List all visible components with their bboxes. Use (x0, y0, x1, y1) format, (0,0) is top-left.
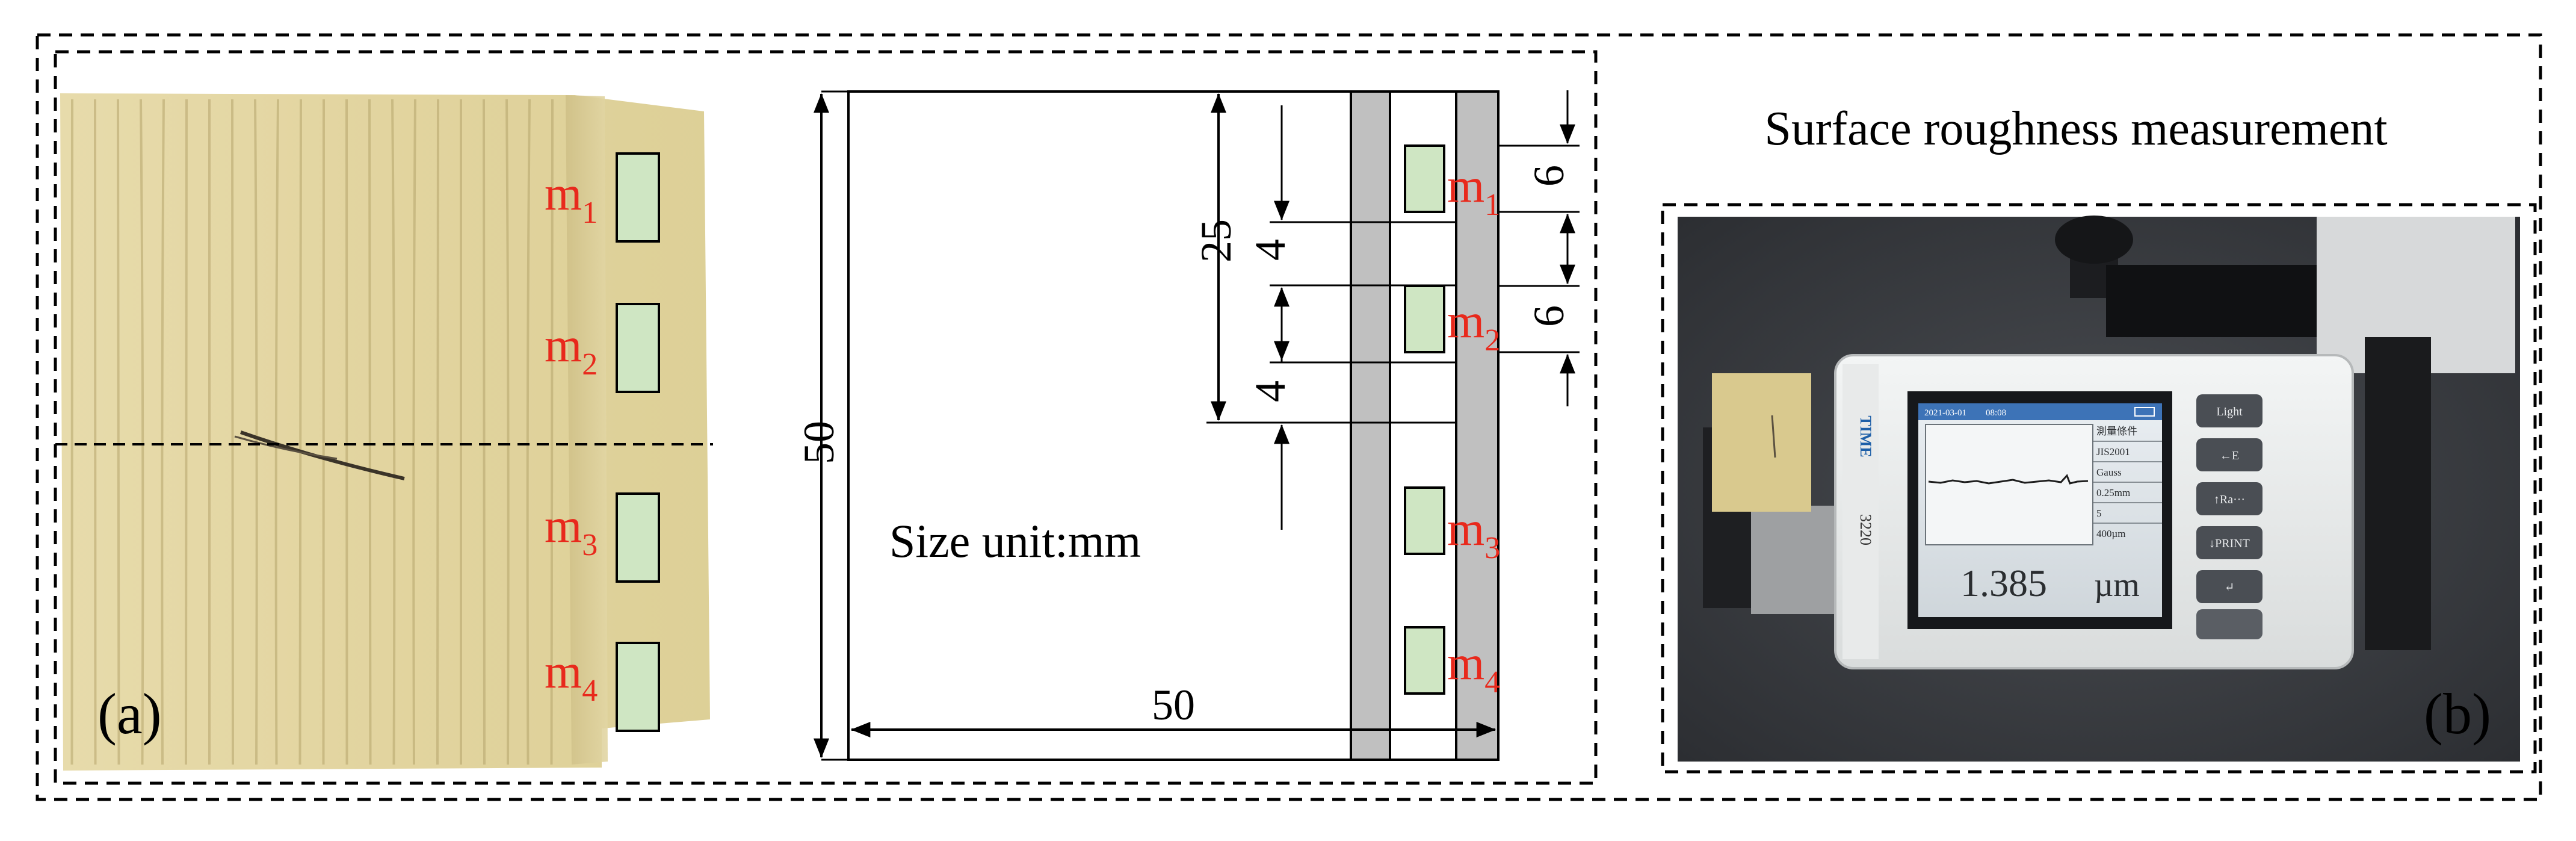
photo-marker-labels: m1 m2 m3 m4 (545, 167, 598, 708)
schematic-marker-box-4 (1404, 626, 1445, 695)
wood-grain-line (368, 99, 372, 765)
wood-grain-line (526, 99, 531, 765)
outer-frame (36, 33, 2542, 801)
dim-label-gap-1: 4 (1246, 239, 1294, 261)
photo-marker-label-4: m4 (545, 645, 598, 708)
profile-plot (1925, 424, 2093, 545)
wood-sample-photo (60, 93, 710, 771)
device-button-4[interactable] (2196, 526, 2262, 559)
roughness-unit: µm (2094, 566, 2140, 604)
schematic-marker-box-3 (1404, 486, 1445, 555)
device-model: 3220 (1857, 514, 1874, 545)
device-param-3: Gauss (2096, 467, 2122, 478)
schematic-marker-box-1 (1404, 144, 1445, 213)
schematic-marker-box-2 (1404, 285, 1445, 353)
dim-gap-2: 4 (1246, 301, 1456, 530)
device-param-2: JIS2001 (2096, 446, 2130, 458)
strip-left (1350, 90, 1391, 761)
crack-line (240, 430, 405, 480)
dim-gap-1: 4 (1246, 105, 1456, 362)
schematic-marker-label-4: m4 (1447, 637, 1500, 700)
dim-sample-height-2: 6 (1498, 232, 1580, 406)
photo-marker-label-1: m1 (545, 167, 598, 230)
device-date: 2021-03-01 (1924, 408, 1966, 418)
wood-grain-line (161, 99, 165, 765)
schematic-marker-label-1: m1 (1447, 160, 1500, 222)
photo-marker-label-2: m2 (545, 319, 598, 382)
device-time: 08:08 (1986, 408, 2006, 418)
wood-grain-line (505, 99, 510, 765)
device-button-2[interactable] (2196, 438, 2262, 471)
wood-grain-line (94, 99, 97, 765)
dim-upper-span: 25 (1192, 93, 1456, 424)
device-params: 測量條件 JIS2001 Gauss 0.25mm 5 400µm (2096, 426, 2137, 539)
device-button-5[interactable] (2196, 570, 2262, 603)
wood-grain-line (550, 99, 554, 765)
size-unit-note: Size unit:mm (889, 515, 1141, 567)
panel-a-frame (54, 50, 1598, 785)
device-param-4: 0.25mm (2096, 487, 2130, 498)
device-buttons: Light ←E ↑Ra··· ↓PRINT ↵ (2196, 394, 2262, 639)
wood-block (1712, 373, 1811, 512)
device-button-label-1: Light (2216, 405, 2243, 418)
dim-label-sample-height-2: 6 (1525, 305, 1573, 327)
photo-marker-label-3: m3 (545, 500, 598, 562)
panel-b-frame (1661, 203, 2537, 774)
photo-marker-box-2 (616, 303, 660, 393)
wood-grain-line (184, 99, 188, 765)
schematic-marker-label-3: m3 (1447, 503, 1500, 565)
dim-label-sample-height-1: 6 (1525, 165, 1573, 187)
panel-b-label: (b) (2424, 681, 2491, 746)
device-param-5: 5 (2096, 507, 2102, 519)
device-brand: TIME (1857, 415, 1874, 457)
dim-label-total-height: 50 (795, 421, 843, 464)
schematic-drawing: m1 m2 m3 m4 50 50 25 4 (795, 90, 1580, 761)
dim-total-width: 50 (850, 681, 1496, 737)
device-button-label-2: ←E (2220, 449, 2239, 462)
specimen-outline (847, 90, 1500, 761)
wood-grain-line (274, 99, 279, 765)
wood-grain-line (322, 99, 325, 765)
dim-total-height: 50 (795, 90, 848, 761)
device-button-3[interactable] (2196, 482, 2262, 515)
device-param-1: 測量條件 (2096, 426, 2137, 437)
wood-grain-line (254, 99, 258, 765)
wood-grain-line (117, 99, 120, 765)
wood-grain-line (412, 99, 416, 765)
dim-label-total-width: 50 (1152, 681, 1195, 729)
device-param-6: 400µm (2096, 528, 2126, 539)
instrument-photo: TIME 3220 2021-03-01 08:08 測量條件 JIS2001 … (1678, 216, 2520, 762)
device-button-label-4: ↓PRINT (2209, 537, 2250, 550)
dim-sample-height-1: 6 (1498, 90, 1580, 265)
panel-a-label: (a) (97, 681, 162, 746)
panel-b-title: Surface roughness measurement (1764, 102, 2387, 155)
battery-icon (2134, 407, 2155, 417)
wood-grain-line (298, 99, 302, 765)
roughness-reading: 1.385 (1960, 562, 2047, 604)
device-button-label-5: ↵ (2225, 581, 2235, 594)
device-button-1[interactable] (2196, 394, 2262, 427)
schematic-marker-label-2: m2 (1447, 295, 1500, 358)
device-button-label-3: ↑Ra··· (2214, 493, 2245, 506)
wood-grain-line (231, 99, 235, 765)
photo-marker-box-1 (616, 152, 660, 243)
wood-grain-line (436, 99, 439, 765)
photo-marker-box-4 (616, 642, 660, 732)
photo-marker-box-3 (616, 492, 660, 583)
device-button-6[interactable] (2196, 609, 2262, 639)
dim-label-upper-span: 25 (1192, 219, 1240, 262)
wood-grain-line (391, 99, 396, 765)
strip-right (1455, 90, 1500, 761)
dim-label-gap-2: 4 (1246, 380, 1294, 402)
photo-sample-markers (616, 152, 660, 732)
wood-grain-line (140, 99, 144, 765)
